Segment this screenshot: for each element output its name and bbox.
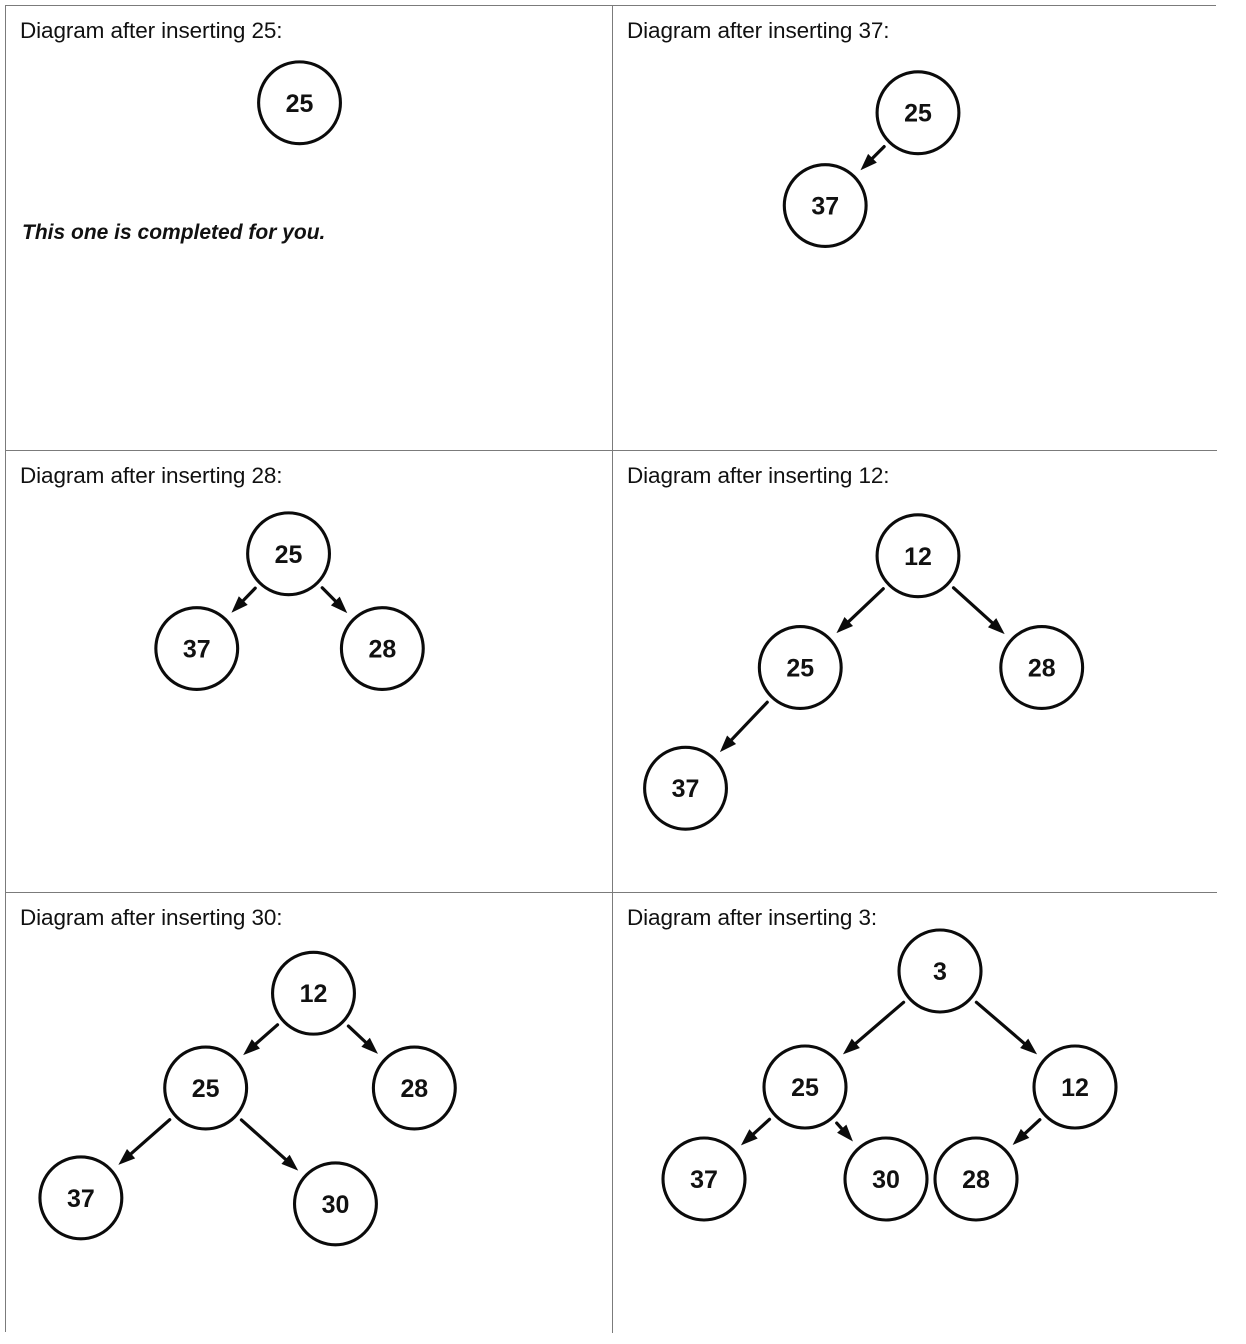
tree-node-label: 37	[690, 1166, 718, 1194]
tree-node-label: 25	[904, 100, 932, 128]
tree-node-label: 25	[192, 1075, 220, 1103]
tree-diagram-3: 3 25 12 37 30 28	[613, 893, 1217, 1333]
tree-diagram-28: 25 37 28	[6, 451, 612, 892]
cell-insert-12: Diagram after inserting 12: 12 25 28 37	[613, 451, 1217, 893]
tree-edge-12-28	[346, 1024, 378, 1054]
tree-node-label: 25	[786, 655, 814, 683]
cell-insert-3: Diagram after inserting 3: 3 25 12 37 30 28	[613, 893, 1217, 1333]
tree-node-25: 25	[762, 1044, 848, 1130]
cell-title: Diagram after inserting 30:	[20, 905, 283, 930]
tree-node-label: 37	[183, 636, 211, 664]
cell-title: Diagram after inserting 37:	[627, 18, 890, 43]
tree-edge-25-30	[239, 1118, 299, 1171]
diagram-grid: Diagram after inserting 25: This one is …	[5, 5, 1217, 1333]
tree-edge-12-28	[1012, 1118, 1042, 1145]
tree-node-label: 12	[1061, 1074, 1089, 1102]
tree-edge-25-37	[719, 700, 769, 753]
tree-node-25: 25	[163, 1045, 249, 1131]
cell-insert-30: Diagram after inserting 30: 12 25 28 37 30	[6, 893, 613, 1333]
cell-note: This one is completed for you.	[22, 221, 326, 244]
tree-node-label: 37	[811, 193, 839, 221]
tree-edge-3-25	[842, 1000, 906, 1055]
cell-title: Diagram after inserting 28:	[20, 463, 283, 488]
tree-diagram-25: 25	[6, 6, 612, 450]
tree-node-12: 12	[875, 513, 961, 599]
tree-edge-25-37	[231, 586, 257, 613]
tree-node-label: 25	[286, 90, 314, 118]
tree-node-28: 28	[933, 1136, 1019, 1222]
tree-node-28: 28	[999, 625, 1085, 710]
tree-node-3: 3	[897, 928, 983, 1014]
tree-node-label: 25	[791, 1074, 819, 1102]
tree-node-37: 37	[38, 1155, 124, 1241]
tree-node-label: 37	[67, 1185, 95, 1213]
tree-node-label: 25	[275, 541, 303, 569]
tree-diagram-37: 25 37	[613, 6, 1217, 450]
cell-title: Diagram after inserting 12:	[627, 463, 890, 488]
tree-node-25: 25	[757, 625, 843, 710]
cell-title: Diagram after inserting 3:	[627, 905, 878, 930]
tree-edge-12-28	[951, 586, 1005, 635]
tree-node-label: 12	[904, 543, 932, 571]
tree-node-label: 30	[872, 1166, 900, 1194]
tree-node-12: 12	[1032, 1044, 1118, 1130]
tree-node-label: 30	[322, 1191, 350, 1219]
tree-node-label: 28	[368, 636, 396, 664]
tree-edge-25-37	[118, 1118, 172, 1165]
tree-node-30: 30	[292, 1161, 378, 1247]
tree-edge-12-25	[836, 587, 885, 634]
tree-node-label: 28	[1028, 655, 1056, 683]
tree-node-label: 28	[400, 1075, 428, 1103]
tree-edge-25-28	[320, 586, 348, 614]
tree-node-label: 3	[933, 958, 947, 986]
tree-node-30: 30	[843, 1136, 929, 1222]
tree-node-25: 25	[257, 60, 342, 146]
cell-title: Diagram after inserting 25:	[20, 18, 283, 43]
tree-node-label: 37	[672, 775, 700, 803]
tree-node-label: 12	[300, 980, 328, 1008]
tree-node-12: 12	[271, 950, 356, 1036]
tree-edge-12-25	[243, 1023, 280, 1056]
tree-node-37: 37	[661, 1136, 747, 1222]
tree-node-25: 25	[246, 511, 332, 597]
tree-node-25: 25	[875, 70, 961, 156]
tree-edge-25-37	[740, 1117, 772, 1146]
cell-insert-25: Diagram after inserting 25: This one is …	[6, 6, 613, 451]
tree-edge-25-37	[860, 145, 886, 171]
tree-node-37: 37	[643, 745, 728, 831]
tree-node-28: 28	[339, 606, 425, 692]
tree-diagram-12: 12 25 28 37	[613, 451, 1217, 892]
tree-node-37: 37	[782, 163, 868, 249]
tree-diagram-30: 12 25 28 37 30	[6, 893, 612, 1333]
tree-node-label: 28	[962, 1166, 990, 1194]
tree-node-37: 37	[154, 606, 240, 692]
tree-edge-25-30	[835, 1121, 853, 1142]
tree-edge-3-12	[974, 1000, 1038, 1055]
cell-insert-28: Diagram after inserting 28: 25 37 28	[6, 451, 613, 893]
tree-node-28: 28	[371, 1045, 457, 1131]
cell-insert-37: Diagram after inserting 37: 25 37	[613, 6, 1217, 451]
